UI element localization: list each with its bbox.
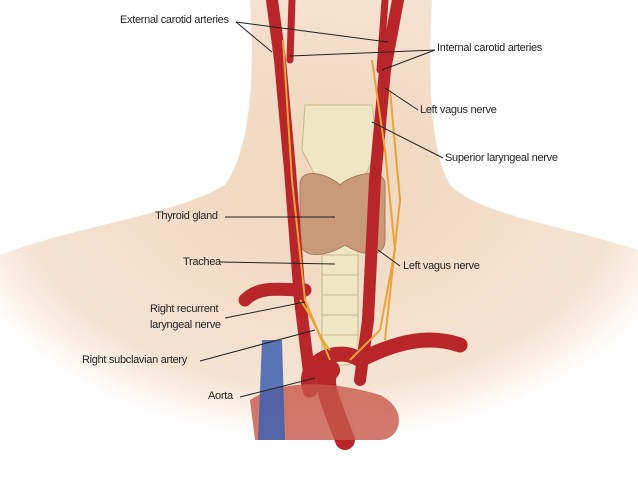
leader-lines <box>199 21 444 398</box>
label-internal-carotid-arteries: Internal carotid arteries <box>437 42 542 54</box>
label-right-recurrent-line2: laryngeal nerve <box>150 319 221 331</box>
label-trachea: Trachea <box>183 256 221 268</box>
vena-cava-shape <box>258 340 285 440</box>
label-thyroid-gland: Thyroid gland <box>155 210 218 222</box>
trachea-shape <box>321 234 359 366</box>
label-external-carotid-arteries: External carotid arteries <box>120 14 229 26</box>
nerves <box>282 39 402 361</box>
label-aorta: Aorta <box>208 390 233 402</box>
label-left-vagus-nerve-lower: Left vagus nerve <box>403 260 480 272</box>
thyroid-gland-shape <box>299 172 386 255</box>
label-right-subclavian-artery: Right subclavian artery <box>82 354 187 366</box>
label-superior-laryngeal-nerve: Superior laryngeal nerve <box>445 152 558 164</box>
label-right-recurrent-line1: Right recurrent <box>150 303 219 315</box>
heart-shape <box>250 384 399 440</box>
arteries <box>238 0 468 450</box>
label-left-vagus-nerve-upper: Left vagus nerve <box>420 104 497 116</box>
